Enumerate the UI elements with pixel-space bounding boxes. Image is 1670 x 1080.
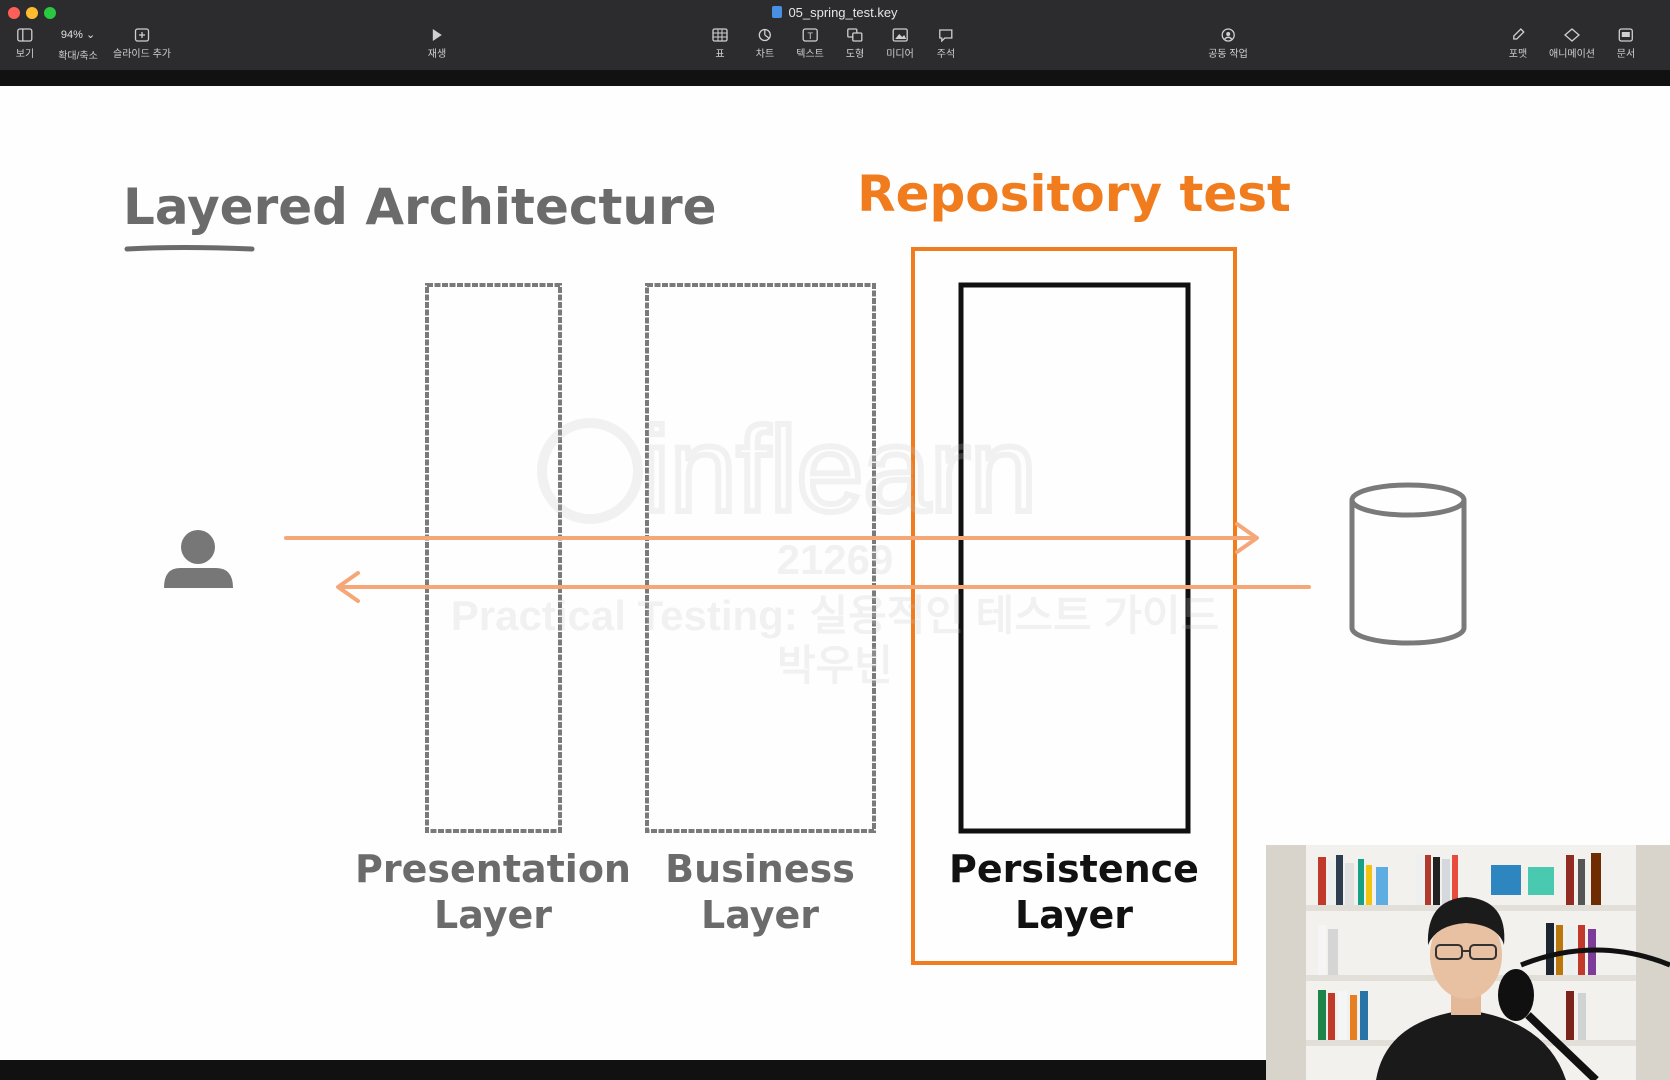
repository-test-title: Repository test: [857, 165, 1291, 223]
zoom-control[interactable]: 94% ⌄ 확대/축소: [58, 28, 98, 62]
presenter-video: [1266, 845, 1670, 1080]
play-label: 재생: [427, 49, 447, 60]
heading-underline: [124, 245, 255, 252]
format-button[interactable]: 포맷: [1509, 28, 1527, 60]
add-slide-icon: [134, 28, 150, 42]
response-arrow: [336, 571, 1311, 603]
shape-button[interactable]: 도형: [846, 28, 864, 60]
presentation-layer-box: [425, 283, 562, 833]
watermark-brand: inflearn: [643, 403, 1037, 537]
table-label: 표: [715, 49, 725, 60]
document-label: 문서: [1616, 49, 1636, 60]
collaborate-button[interactable]: 공동 작업: [1208, 28, 1248, 60]
zoom-label: 확대/축소: [58, 51, 98, 62]
close-window-button[interactable]: [8, 7, 20, 19]
add-slide-button[interactable]: 슬라이드 추가: [113, 28, 171, 60]
view-button[interactable]: 보기: [16, 28, 34, 60]
document-button[interactable]: 문서: [1617, 28, 1635, 60]
watermark-author: 박우빈: [777, 642, 893, 689]
business-layer-label-line1: Business: [665, 847, 855, 891]
media-icon: [892, 28, 908, 42]
paintbrush-icon: [1513, 28, 1525, 40]
persistence-layer-label-line2: Layer: [1015, 893, 1133, 937]
add-slide-label: 슬라이드 추가: [113, 49, 171, 60]
text-box-icon: T: [802, 28, 818, 42]
zoom-window-button[interactable]: [44, 7, 56, 19]
presenter-webcam: [1266, 845, 1670, 1080]
user-icon: [164, 530, 233, 588]
request-arrow: [284, 522, 1259, 554]
table-icon: [712, 28, 728, 42]
shape-label: 도형: [845, 49, 865, 60]
sidebar-icon: [17, 28, 33, 42]
business-layer-box: [645, 283, 876, 833]
toolbar-separator: [0, 70, 1670, 86]
animate-label: 애니메이션: [1549, 49, 1595, 60]
media-label: 미디어: [886, 49, 914, 60]
chevron-down-icon: ⌄: [85, 29, 96, 41]
inflearn-logo-icon: [537, 418, 643, 524]
repository-test-frame: [911, 247, 1237, 965]
persistence-layer-box: [958, 282, 1191, 834]
text-button[interactable]: T 텍스트: [796, 28, 824, 60]
title-bar: 05_spring_test.key 보기 94% ⌄ 확대/축소 슬라이드 추…: [0, 0, 1670, 70]
collaborate-label: 공동 작업: [1208, 49, 1248, 60]
business-layer-label-line2: Layer: [701, 893, 819, 937]
animate-button[interactable]: 애니메이션: [1549, 28, 1595, 60]
minimize-window-button[interactable]: [26, 7, 38, 19]
watermark-course: Practical Testing: 실용적인 테스트 가이드: [451, 592, 1219, 639]
format-label: 포맷: [1508, 49, 1528, 60]
comment-label: 주석: [936, 49, 956, 60]
keynote-file-icon: [772, 6, 783, 18]
collaborate-icon: [1221, 28, 1235, 42]
presenter: [1376, 897, 1566, 1080]
bottom-bar: [0, 1060, 1670, 1080]
slide-drawing: Layered Architecture Repository test Pre…: [123, 165, 1467, 965]
presentation-layer-label-line2: Layer: [434, 893, 552, 937]
table-button[interactable]: 표: [712, 28, 728, 60]
document-title: 05_spring_test.key: [0, 5, 1670, 20]
microphone-icon: [1498, 947, 1670, 1080]
comment-button[interactable]: 주석: [937, 28, 955, 60]
database-icon: [1349, 482, 1467, 646]
text-label: 텍스트: [796, 49, 824, 60]
play-icon: [433, 29, 442, 41]
comment-icon: [939, 29, 953, 42]
svg-text:T: T: [807, 31, 813, 41]
chart-label: 차트: [755, 49, 775, 60]
view-label: 보기: [15, 49, 35, 60]
shape-icon: [847, 28, 863, 42]
media-button[interactable]: 미디어: [886, 28, 914, 60]
document-icon: [1618, 28, 1634, 42]
persistence-layer-label-line1: Persistence: [949, 847, 1199, 891]
animate-icon: [1564, 28, 1580, 42]
document-title-text: 05_spring_test.key: [788, 5, 898, 20]
zoom-value: 94%: [60, 29, 83, 41]
chart-button[interactable]: 차트: [756, 28, 774, 60]
presentation-layer-label-line1: Presentation: [355, 847, 631, 891]
play-button[interactable]: 재생: [428, 28, 446, 60]
chart-icon: [758, 28, 772, 42]
slide-heading: Layered Architecture: [123, 178, 717, 236]
watermark: inflearn 21269 Practical Testing: 실용적인 테…: [451, 400, 1219, 689]
watermark-id: 21269: [777, 536, 894, 583]
